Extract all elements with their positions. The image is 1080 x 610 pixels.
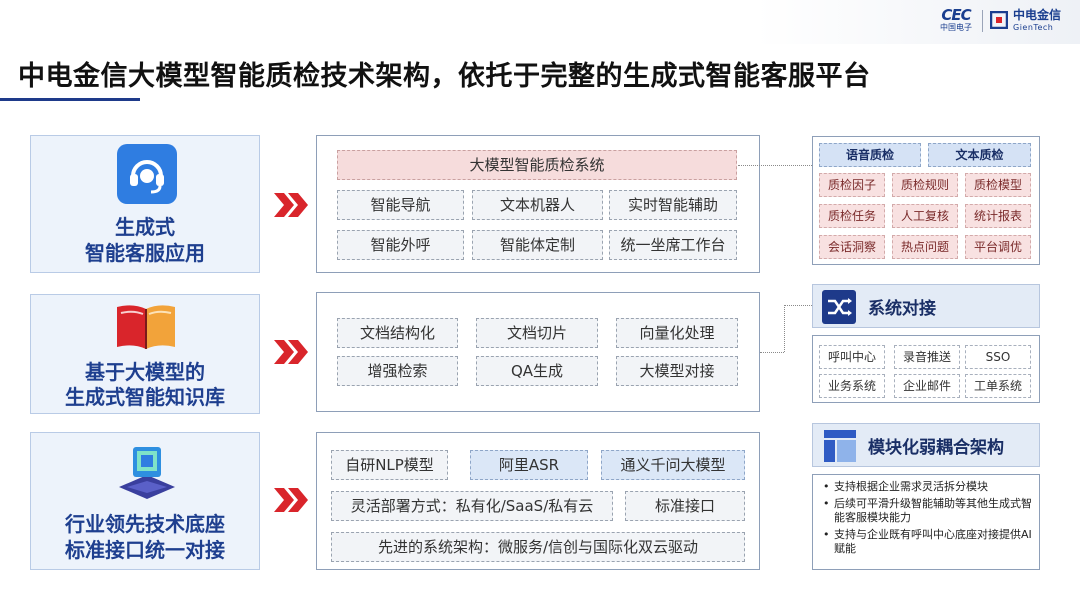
chip-llm-integration[interactable]: 大模型对接	[616, 356, 738, 386]
qc-item[interactable]: 平台调优	[965, 235, 1031, 259]
connector-line	[784, 305, 812, 306]
gientech-logo-cn: 中电金信	[1013, 8, 1062, 22]
bullet-item: 支持根据企业需求灵活拆分模块	[822, 480, 1034, 494]
cec-logo: CEC 中国电子	[934, 7, 978, 33]
left-card-label-line2: 生成式智能知识库	[65, 385, 225, 409]
integration-item[interactable]: 企业邮件	[894, 374, 960, 398]
page-title: 中电金信大模型智能质检技术架构，依托于完整的生成式智能客服平台	[18, 61, 871, 92]
chip-ali-asr[interactable]: 阿里ASR	[470, 450, 588, 480]
left-card-tech-base: 行业领先技术底座 标准接口统一对接	[30, 432, 260, 570]
integration-item[interactable]: 呼叫中心	[819, 345, 885, 369]
header-band	[0, 0, 1080, 44]
connector-line	[760, 352, 784, 353]
panel-knowledge-base	[316, 292, 760, 412]
left-card-label-line1: 行业领先技术底座	[65, 512, 225, 536]
modular-header: 模块化弱耦合架构	[812, 423, 1040, 467]
modular-title: 模块化弱耦合架构	[868, 438, 1004, 458]
left-card-label-line2: 智能客服应用	[85, 241, 205, 265]
integration-header: 系统对接	[812, 284, 1040, 328]
integration-title: 系统对接	[868, 299, 936, 319]
chip-doc-structure[interactable]: 文档结构化	[337, 318, 458, 348]
qc-item[interactable]: 统计报表	[965, 204, 1031, 228]
qc-item[interactable]: 质检规则	[892, 173, 958, 197]
computer-base-icon	[119, 447, 175, 499]
chip-text-robot[interactable]: 文本机器人	[472, 190, 603, 220]
modules-icon	[824, 430, 856, 462]
chip-smart-navigation[interactable]: 智能导航	[337, 190, 464, 220]
left-card-knowledge-base: 基于大模型的 生成式智能知识库	[30, 294, 260, 414]
bullet-item: 后续可平滑升级智能辅助等其他生成式智能客服模块能力	[822, 497, 1034, 525]
qc-item[interactable]: 质检因子	[819, 173, 885, 197]
gientech-logo-en: GienTech	[1013, 23, 1054, 32]
cec-logo-subtext: 中国电子	[940, 23, 972, 32]
chip-qa-generation[interactable]: QA生成	[476, 356, 598, 386]
chip-smart-outbound[interactable]: 智能外呼	[337, 230, 464, 260]
chip-nlp-model[interactable]: 自研NLP模型	[331, 450, 448, 480]
chevron-right-icon	[274, 340, 308, 364]
open-book-icon	[117, 305, 175, 349]
chip-realtime-assist[interactable]: 实时智能辅助	[609, 190, 737, 220]
chip-system-architecture[interactable]: 先进的系统架构：微服务/信创与国际化双云驱动	[331, 532, 745, 562]
integration-item[interactable]: 工单系统	[965, 374, 1031, 398]
qc-item[interactable]: 人工复核	[892, 204, 958, 228]
left-card-label-line1: 生成式	[115, 215, 175, 239]
tab-voice-qc[interactable]: 语音质检	[819, 143, 921, 167]
headset-icon	[117, 144, 177, 204]
qc-item[interactable]: 热点问题	[892, 235, 958, 259]
bullet-item: 支持与企业既有呼叫中心底座对接提供AI赋能	[822, 528, 1034, 556]
chip-standard-interface[interactable]: 标准接口	[625, 491, 745, 521]
cec-logo-text: CEC	[941, 6, 971, 24]
gientech-logo: 中电金信 GienTech	[1013, 8, 1073, 33]
integration-item[interactable]: 录音推送	[894, 345, 960, 369]
chevron-right-icon	[274, 488, 308, 512]
chip-unified-workbench[interactable]: 统一坐席工作台	[609, 230, 737, 260]
tab-text-qc[interactable]: 文本质检	[928, 143, 1031, 167]
chip-deployment[interactable]: 灵活部署方式：私有化/SaaS/私有云	[331, 491, 613, 521]
gientech-logo-icon	[990, 11, 1008, 29]
integration-item[interactable]: 业务系统	[819, 374, 885, 398]
chip-doc-slice[interactable]: 文档切片	[476, 318, 598, 348]
chip-vectorize[interactable]: 向量化处理	[616, 318, 738, 348]
left-card-service-app: 生成式 智能客服应用	[30, 135, 260, 273]
title-underline	[0, 98, 140, 101]
connector-line	[784, 305, 785, 352]
qc-item[interactable]: 质检任务	[819, 204, 885, 228]
chip-enhanced-retrieval[interactable]: 增强检索	[337, 356, 458, 386]
shuffle-icon	[822, 290, 856, 324]
modular-bullet-list: 支持根据企业需求灵活拆分模块 后续可平滑升级智能辅助等其他生成式智能客服模块能力…	[822, 480, 1034, 559]
logo-divider	[982, 10, 983, 32]
left-card-label-line2: 标准接口统一对接	[65, 538, 225, 562]
left-card-label-line1: 基于大模型的	[85, 360, 205, 384]
integration-item[interactable]: SSO	[965, 345, 1031, 369]
connector-line	[738, 165, 812, 166]
qc-item[interactable]: 质检模型	[965, 173, 1031, 197]
qc-item[interactable]: 会话洞察	[819, 235, 885, 259]
chevron-right-icon	[274, 193, 308, 217]
qc-system-header[interactable]: 大模型智能质检系统	[337, 150, 737, 180]
chip-qwen-model[interactable]: 通义千问大模型	[601, 450, 745, 480]
chip-agent-custom[interactable]: 智能体定制	[472, 230, 603, 260]
